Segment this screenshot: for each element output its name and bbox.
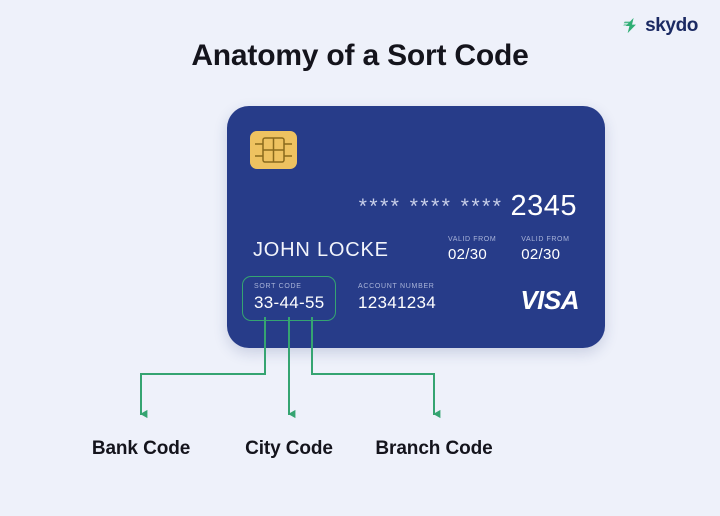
valid-from-value-1: 02/30 [448,246,488,263]
card-number-masked: **** **** **** [358,195,504,218]
callout-label-bank-code: Bank Code [91,438,191,459]
account-number-value: 12341234 [358,293,437,312]
valid-from-value-2: 02/30 [521,246,561,263]
valid-from-label-1: VALID FROM [448,236,497,243]
card-holder-name: JOHN LOCKE [253,239,389,261]
card-number-last4: 2345 [510,190,577,222]
skydo-lightning-icon [623,17,640,34]
brand-logo: skydo [623,16,698,35]
account-number-block: ACCOUNT NUMBER 12341234 [358,283,436,313]
valid-from-block-1: VALID FROM 02/30 [448,236,496,263]
valid-from-block-2: VALID FROM 02/30 [521,236,569,263]
account-number-label: ACCOUNT NUMBER [358,283,435,290]
callout-label-branch-code: Branch Code [375,438,493,459]
sort-code-label: SORT CODE [254,283,302,290]
valid-from-label-2: VALID FROM [521,236,570,243]
card-number: **** **** **** 2345 [227,190,577,223]
valid-dates-group: VALID FROM 02/30 VALID FROM 02/30 [448,236,570,263]
sort-code-value: 33-44-55 [254,293,325,312]
sort-code-highlight-box: SORT CODE 33-44-55 [242,276,337,321]
callout-labels: Bank Code City Code Branch Code [0,438,720,464]
page-title: Anatomy of a Sort Code [191,39,529,72]
callout-label-city-code: City Code [245,438,333,459]
bank-card: **** **** **** 2345 JOHN LOCKE VALID FROM… [227,106,605,348]
emv-chip-icon [250,131,297,169]
brand-name: skydo [645,15,698,36]
visa-logo: VISA [520,285,579,315]
